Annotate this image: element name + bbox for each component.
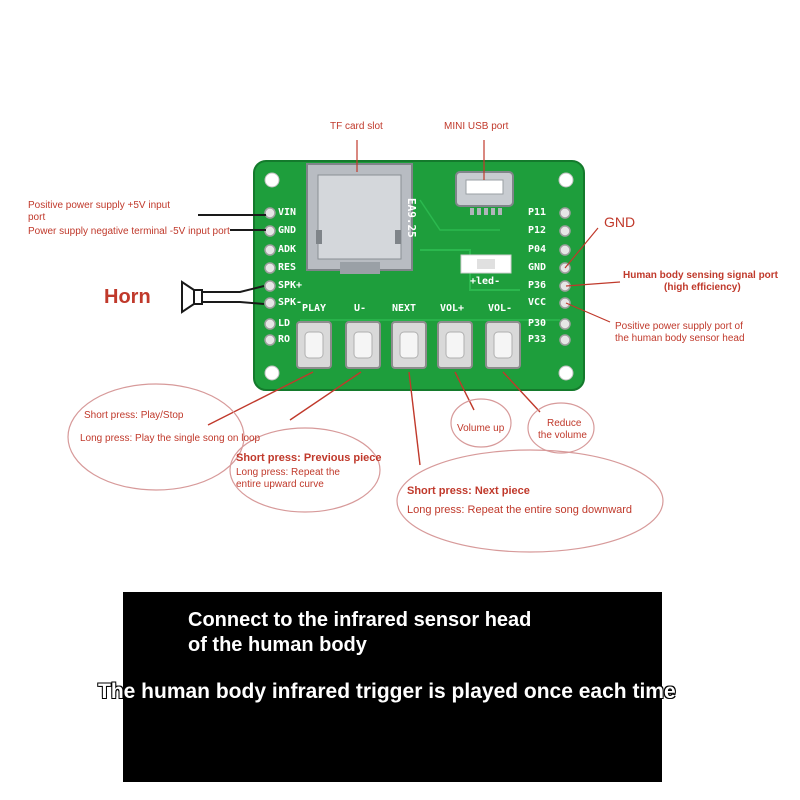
pin-label-ld: LD [278, 318, 291, 329]
reduce-volume-label-line1: Reduce [547, 418, 582, 429]
led-label: +led- [470, 276, 501, 287]
pin-label-p12: P12 [528, 225, 547, 236]
sensor-power-label-line1: Positive power supply port of [615, 321, 743, 332]
gnd-note: Power supply negative terminal -5V input… [28, 226, 230, 237]
pin-label-p11: P11 [528, 207, 547, 218]
tf-card-slot-label: TF card slot [330, 121, 383, 132]
sensor-power-label-line2: the human body sensor head [615, 333, 745, 344]
prev-long-label-line1: Long press: Repeat the [236, 467, 340, 478]
pin-label-ro: RO [278, 334, 291, 345]
horn-label: Horn [104, 286, 151, 308]
banner-line1: Connect to the infrared sensor head [188, 609, 532, 631]
prev-long-label-line2: entire upward curve [236, 479, 324, 490]
banner-line2: of the human body [188, 634, 367, 656]
reduce-volume-label-line2: the volume [538, 430, 587, 441]
button-label-prev: U- [354, 303, 367, 314]
pin-label-p33: P33 [528, 334, 547, 345]
volume-up-label: Volume up [457, 423, 505, 434]
pin-label-adk: ADK [278, 244, 297, 255]
vin-note-line2: port [28, 212, 46, 223]
pin-label-spk-plus: SPK+ [278, 280, 303, 291]
speaker-icon [181, 280, 203, 314]
pin-label-p30: P30 [528, 318, 547, 329]
tactile-buttons [296, 321, 521, 369]
sensor-signal-label-line2: (high efficiency) [664, 282, 741, 293]
pin-label-gnd-right: GND [528, 262, 547, 273]
pin-label-res: RES [278, 262, 297, 273]
gnd-right-label: GND [604, 214, 636, 230]
button-label-vol-down: VOL- [488, 303, 513, 314]
pin-label-p04: P04 [528, 244, 547, 255]
button-label-play: PLAY [302, 303, 327, 314]
mini-usb-port-label: MINI USB port [444, 121, 509, 132]
pin-label-vcc: VCC [528, 297, 547, 308]
play-long-label: Long press: Play the single song on loop [80, 433, 261, 444]
banner-line3: The human body infrared trigger is playe… [98, 680, 676, 703]
vin-note-line1: Positive power supply +5V input [28, 200, 171, 211]
pin-label-gnd: GND [278, 225, 297, 236]
prev-short-label: Short press: Previous piece [236, 452, 382, 464]
next-long-label: Long press: Repeat the entire song downw… [407, 504, 633, 516]
pin-label-vin: VIN [278, 207, 297, 218]
chip-label: EA9.25 [405, 198, 418, 238]
next-short-label: Short press: Next piece [407, 485, 530, 497]
button-label-next: NEXT [392, 303, 417, 314]
play-short-label: Short press: Play/Stop [84, 410, 184, 421]
pin-label-p36: P36 [528, 280, 547, 291]
pin-label-spk-minus: SPK- [278, 297, 303, 308]
info-banner [123, 592, 662, 782]
button-label-vol-up: VOL+ [440, 303, 465, 314]
sensor-signal-label-line1: Human body sensing signal port [623, 270, 779, 281]
